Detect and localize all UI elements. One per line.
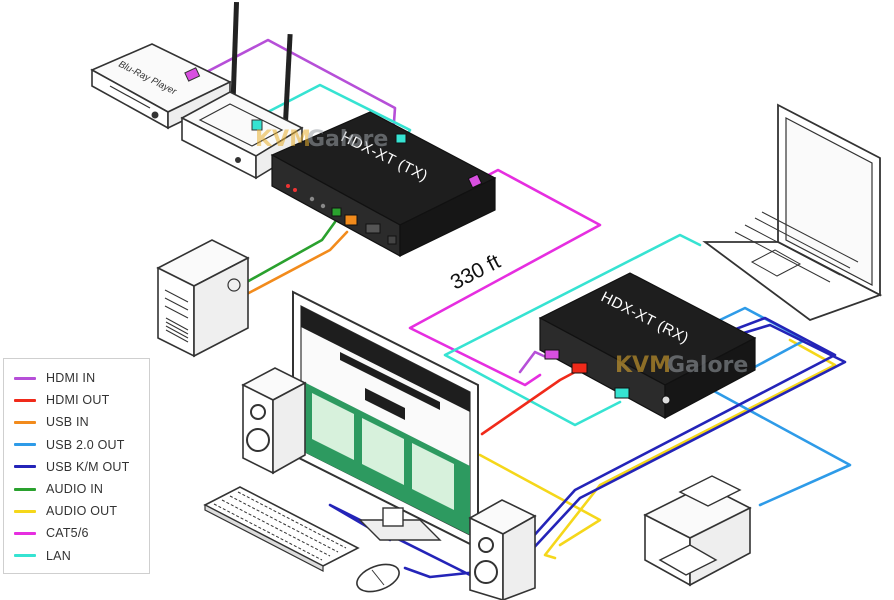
legend-swatch	[14, 398, 36, 402]
watermark-top: KVM Galore	[255, 127, 388, 152]
legend-item: AUDIO IN	[14, 478, 149, 500]
legend-swatch	[14, 554, 36, 558]
cable-usb-in	[243, 230, 349, 297]
speaker-right	[468, 499, 537, 600]
legend-swatch	[14, 420, 36, 424]
cables	[193, 38, 852, 579]
pc-tower	[156, 239, 250, 358]
legend-label: CAT5/6	[46, 526, 89, 541]
legend-label: USB K/M OUT	[46, 459, 130, 474]
watermark-galore-2: Galore	[667, 353, 748, 378]
legend-item: LAN	[14, 545, 149, 567]
speaker-left	[241, 367, 307, 475]
watermark-bottom: KVM Galore	[615, 353, 748, 378]
legend-label: HDMI OUT	[46, 393, 110, 408]
legend-swatch	[14, 376, 36, 380]
watermark-galore: Galore	[307, 127, 388, 152]
legend-label: USB IN	[46, 415, 89, 430]
legend-label: HDMI IN	[46, 371, 96, 386]
legend-item: AUDIO OUT	[14, 500, 149, 522]
printer	[643, 475, 752, 587]
cable-usb-km-out	[328, 316, 847, 579]
watermark-kvm-2: KVM	[615, 353, 671, 378]
legend-label: LAN	[46, 548, 71, 563]
mouse	[356, 563, 400, 593]
legend-label: AUDIO IN	[46, 482, 104, 497]
legend-swatch	[14, 443, 36, 447]
cable-audio-in	[243, 220, 337, 285]
legend-item: USB 2.0 OUT	[14, 434, 149, 456]
legend-swatch	[14, 465, 36, 469]
cable-cat-link	[408, 168, 602, 387]
distance-label: 330 ft	[447, 250, 504, 294]
cable-audio-out	[478, 338, 837, 560]
cable-lan-laptop	[443, 233, 702, 427]
legend-item: CAT5/6	[14, 522, 149, 544]
legend-swatch	[14, 487, 36, 491]
bluray-player: Blu-Ray Player	[90, 43, 232, 130]
legend-swatch	[14, 509, 36, 513]
tx-unit: HDX-XT (TX)	[270, 111, 497, 258]
legend-label: USB 2.0 OUT	[46, 437, 125, 452]
rx-unit: HDX-XT (RX)	[538, 272, 757, 420]
cable-hdmi-rx-lead	[518, 350, 550, 374]
watermark-kvm: KVM	[255, 127, 311, 152]
legend-item: USB IN	[14, 411, 149, 433]
legend-swatch	[14, 531, 36, 535]
wifi-router	[180, 1, 304, 180]
keyboard	[203, 486, 360, 572]
legend-label: AUDIO OUT	[46, 504, 118, 519]
laptop	[702, 103, 883, 322]
legend-item: HDMI OUT	[14, 389, 149, 411]
cable-hdmi-out	[480, 370, 577, 436]
cable-usb20-out	[710, 306, 852, 507]
legend-item: USB K/M OUT	[14, 456, 149, 478]
monitor	[292, 290, 479, 550]
legend: HDMI IN HDMI OUT USB IN USB 2.0 OUT USB K/M …	[3, 358, 150, 574]
legend-item: HDMI IN	[14, 367, 149, 389]
